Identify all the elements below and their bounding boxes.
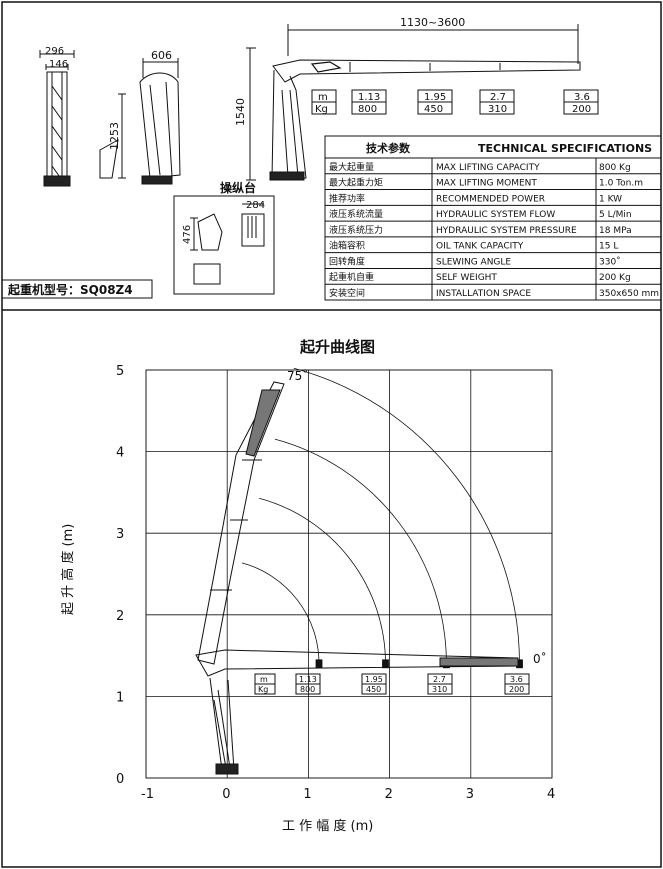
spec-label-en: MAX LIFTING MOMENT [436, 179, 537, 189]
spec-label-cn: 液压系统压力 [329, 224, 383, 236]
dim-296: 296 [45, 46, 64, 57]
spec-label-en: OIL TANK CAPACITY [436, 242, 524, 252]
chart-grid [145, 369, 553, 779]
chart-table-m-0: 1.13 [299, 675, 317, 684]
dim-146: 146 [49, 59, 68, 70]
spec-label-cn: 起重机自重 [329, 271, 374, 283]
chart-xlabel: 工 作 幅 度 (m) [282, 818, 373, 834]
spec-label-en: MAX LIFTING CAPACITY [436, 163, 540, 173]
specs-table [324, 135, 662, 301]
y-tick-label: 4 [116, 446, 124, 461]
chart-ylabel: 起 升 高 度 (m) [60, 524, 76, 615]
arc-end-marker [382, 659, 389, 669]
chart-table-kg-0: 800 [300, 685, 315, 694]
top-table-kg-3: 200 [572, 104, 591, 115]
model-label-box [1, 279, 153, 299]
spec-label-cn: 最大起重力矩 [329, 177, 383, 189]
dim-606: 606 [151, 49, 172, 62]
dim-284: 284 [246, 200, 265, 211]
lift-arc [274, 438, 447, 664]
x-tick-label: 1 [303, 787, 311, 802]
plot-area [145, 369, 553, 779]
spec-value: 200 Kg [599, 273, 631, 283]
dim-1540: 1540 [234, 98, 247, 126]
spec-label-en: INSTALLATION SPACE [436, 289, 531, 299]
dim-476: 476 [182, 225, 193, 244]
spec-label-en: SLEWING ANGLE [436, 257, 511, 267]
spec-label-cn: 油箱容积 [329, 240, 365, 252]
spec-label-cn: 回转角度 [329, 255, 365, 267]
chart-table-m-2: 2.7 [433, 675, 446, 684]
chart-table-m: m [260, 675, 268, 684]
top-table-m-3: 3.6 [574, 92, 590, 103]
spec-label-en: RECOMMENDED POWER [436, 194, 545, 204]
spec-value: 1.0 Ton.m [599, 179, 643, 189]
dim-1253: 1253 [108, 122, 121, 150]
folded-side-view [99, 58, 181, 185]
chart-table-kg-3: 200 [509, 685, 524, 694]
y-tick-label: 0 [116, 772, 124, 787]
chart-table-m-3: 3.6 [510, 675, 523, 684]
chart-table-kg-2: 310 [432, 685, 447, 694]
chart-ticks: -1 0 1 2 3 4 0 1 2 3 4 5 [116, 364, 555, 802]
x-tick-label: 4 [547, 787, 555, 802]
chart-table-kg-1: 450 [366, 685, 381, 694]
top-table-kg-0: 800 [358, 104, 377, 115]
spec-value: 350x650 mm [599, 289, 659, 299]
spec-label-en: HYDRAULIC SYSTEM FLOW [436, 210, 555, 220]
spec-label-en: SELF WEIGHT [436, 273, 497, 283]
specs-header-cn: 技术参数 [366, 141, 411, 155]
crane-silhouette [195, 381, 519, 775]
lift-arc [259, 497, 386, 664]
chart-arcs [241, 367, 523, 669]
top-table-kg-1: 450 [424, 104, 443, 115]
spec-label-cn: 液压系统流量 [329, 208, 383, 220]
model-label: 起重机型号：SQ08Z4 [7, 282, 133, 297]
spec-value: 18 MPa [599, 226, 632, 236]
spec-label-cn: 最大起重量 [329, 161, 374, 173]
specs-header-en: TECHNICAL SPECIFICATIONS [478, 142, 652, 155]
spec-value: 1 KW [599, 194, 622, 204]
spec-label-cn: 安装空间 [329, 287, 365, 299]
specs-rows: 最大起重量 MAX LIFTING CAPACITY 800 Kg 最大起重力矩 MAX… [325, 161, 661, 299]
x-tick-label: 0 [222, 787, 230, 802]
dim-1130-3600: 1130~3600 [400, 16, 465, 29]
spec-label-cn: 推荐功率 [329, 192, 365, 204]
spec-value: 5 L/Min [599, 210, 632, 220]
spec-value: 15 L [599, 242, 618, 252]
top-load-table [311, 89, 599, 115]
y-tick-label: 5 [116, 364, 124, 379]
lift-arc [293, 367, 520, 664]
chart-table-m-1: 1.95 [365, 675, 383, 684]
top-table-kg-2: 310 [488, 104, 507, 115]
front-view [39, 50, 75, 187]
chart-load-table [254, 673, 530, 695]
lift-arc [241, 562, 320, 664]
chart-table-kg: Kg [258, 685, 268, 694]
arc-end-marker [315, 659, 323, 669]
x-tick-label: -1 [141, 787, 154, 802]
chart-title: 起升曲线图 [299, 338, 375, 356]
top-table-m-0: 1.13 [358, 92, 380, 103]
control-station-label: 操纵台 [220, 180, 256, 195]
extended-side-view [246, 24, 581, 181]
y-tick-label: 1 [116, 690, 124, 705]
angle-top-label: 75˚ [287, 368, 308, 383]
angle-bottom-label: 0˚ [533, 651, 547, 666]
y-tick-label: 2 [116, 609, 124, 624]
x-tick-label: 3 [466, 787, 474, 802]
spec-value: 330˚ [599, 256, 621, 267]
control-station-box [173, 195, 275, 295]
top-table-m-2: 2.7 [490, 92, 506, 103]
top-table-m: m [318, 92, 328, 103]
y-tick-label: 3 [116, 527, 124, 542]
top-table-kg: Kg [315, 104, 328, 115]
spec-value: 800 Kg [599, 163, 631, 173]
x-tick-label: 2 [385, 787, 393, 802]
spec-label-en: HYDRAULIC SYSTEM PRESSURE [436, 226, 577, 236]
top-table-m-1: 1.95 [424, 92, 446, 103]
